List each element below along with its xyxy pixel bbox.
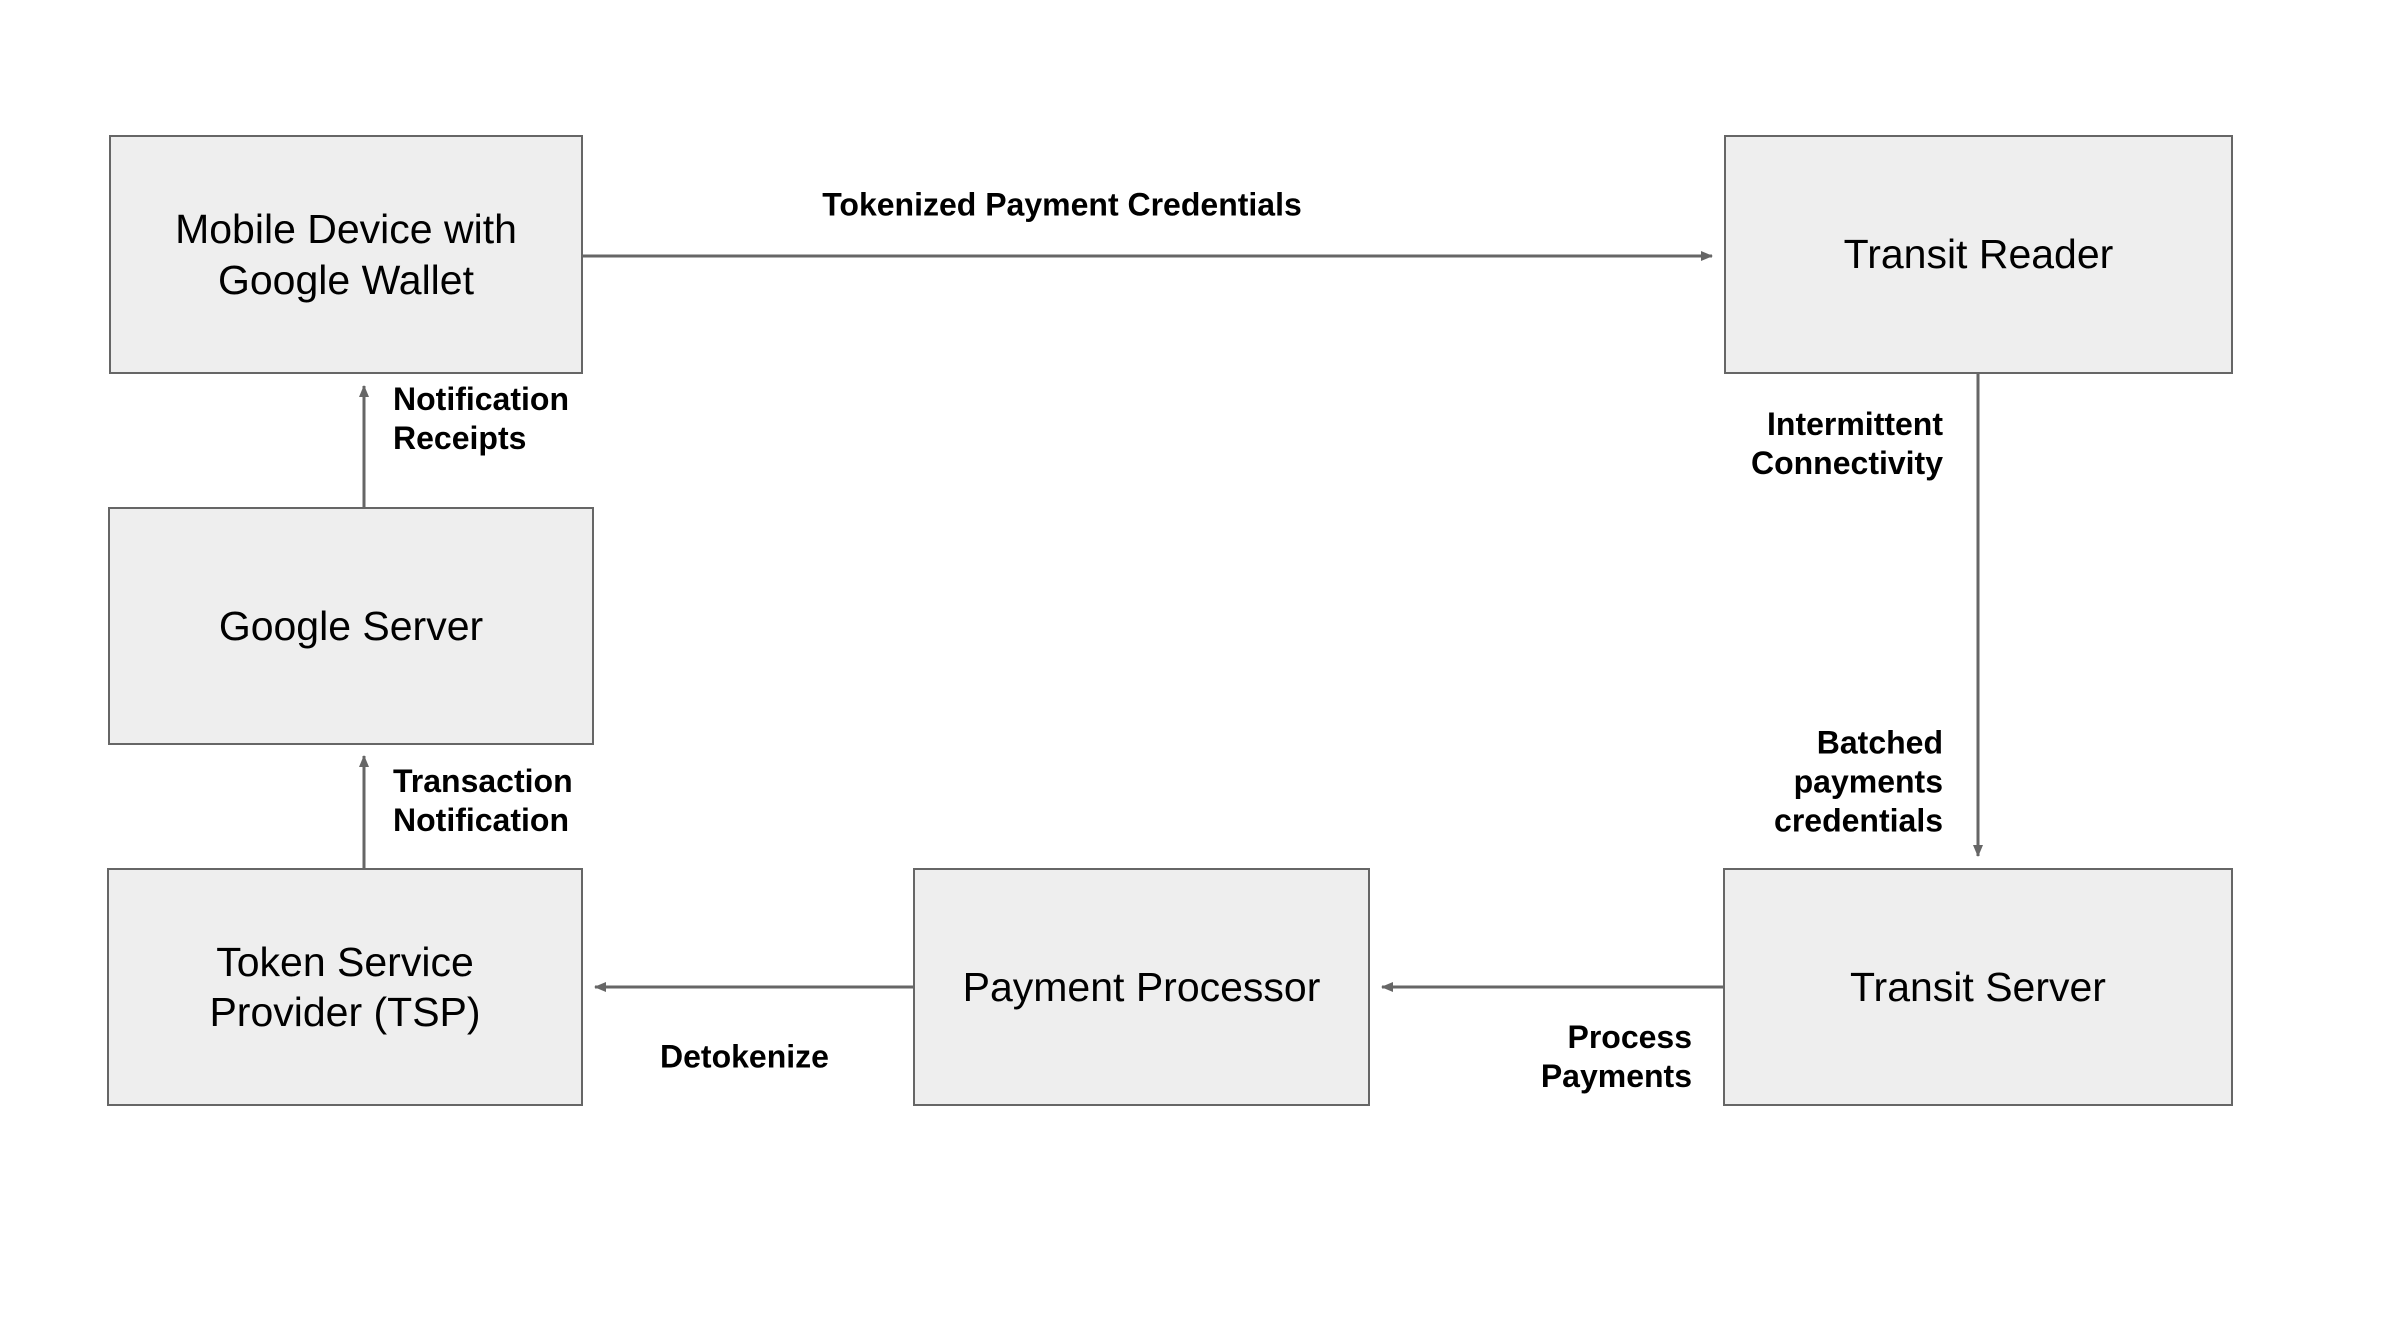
node-token-service-provider[interactable]: Token Service Provider (TSP) bbox=[107, 868, 583, 1106]
node-payment-processor-label: Payment Processor bbox=[962, 963, 1321, 1010]
node-transit-reader[interactable]: Transit Reader bbox=[1724, 135, 2233, 374]
node-google-server-label: Google Server bbox=[218, 602, 484, 649]
node-transit-reader-label: Transit Reader bbox=[1843, 231, 2114, 278]
node-token-service-provider-label: Token Service Provider (TSP) bbox=[209, 938, 481, 1035]
edge-label-process-payments: Process Payments bbox=[1540, 1018, 1692, 1094]
edge-label-detokenize: Detokenize bbox=[660, 1038, 829, 1075]
node-transit-server[interactable]: Transit Server bbox=[1723, 868, 2233, 1106]
node-mobile-device-label: Mobile Device with Google Wallet bbox=[175, 206, 517, 303]
node-transit-server-label: Transit Server bbox=[1850, 963, 2106, 1010]
edge-label-tokenized-payment-credentials: Tokenized Payment Credentials bbox=[822, 186, 1302, 223]
edge-label-transaction-notification: Transaction Notification bbox=[393, 762, 573, 838]
node-mobile-device[interactable]: Mobile Device with Google Wallet bbox=[109, 135, 583, 374]
node-payment-processor[interactable]: Payment Processor bbox=[913, 868, 1370, 1106]
edge-label-notification-receipts: Notification Receipts bbox=[393, 380, 569, 456]
edge-label-intermittent-connectivity: Intermittent Connectivity bbox=[1750, 405, 1943, 481]
node-google-server[interactable]: Google Server bbox=[108, 507, 594, 745]
edge-label-batched-payments-credentials: Batched payments credentials bbox=[1774, 724, 1943, 839]
